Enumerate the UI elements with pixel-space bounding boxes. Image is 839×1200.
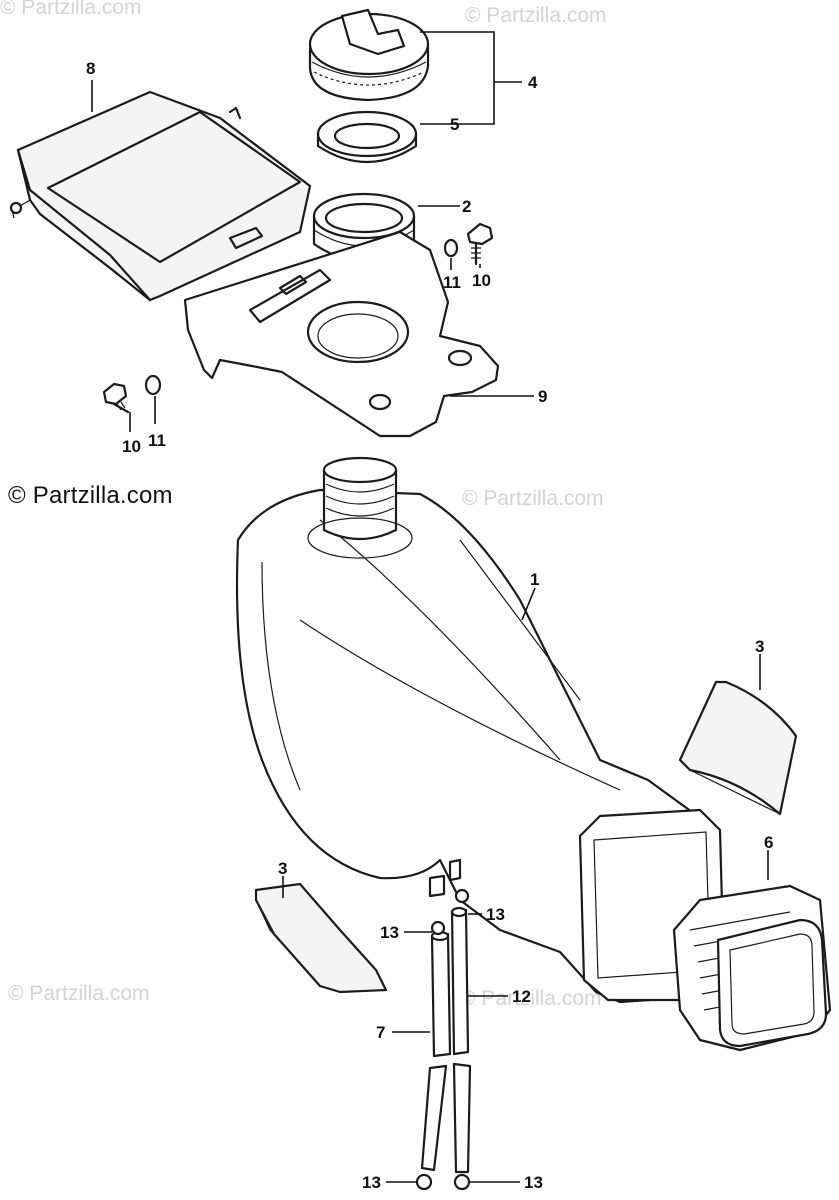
fuel-cap: [308, 8, 430, 102]
bolt-upper: [466, 222, 494, 266]
foam-pad-upper: [678, 680, 798, 816]
callout-9: 9: [538, 387, 547, 406]
callout-3-lower: 3: [278, 859, 287, 878]
cap-gasket: [316, 110, 418, 163]
hose-clip-4: [453, 1173, 471, 1191]
leader-lines: [91, 31, 769, 1183]
callout-11-lower: 11: [148, 431, 166, 450]
callout-5: 5: [450, 115, 459, 134]
callout-6: 6: [764, 833, 773, 852]
callout-12: 12: [512, 987, 531, 1006]
hose-7: [420, 930, 452, 1172]
callout-8: 8: [86, 59, 95, 78]
callout-4: 4: [528, 73, 538, 92]
washer-upper: [443, 238, 459, 258]
callout-1: 1: [530, 570, 539, 589]
callout-11-upper: 11: [443, 273, 461, 292]
watermark-top-left: © Partzilla.com: [0, 0, 142, 19]
seat-pad: [9, 90, 312, 302]
hose-clip-1: [430, 920, 446, 936]
watermark-bottom-left: © Partzilla.com: [8, 982, 150, 1005]
callout-7: 7: [376, 1023, 385, 1042]
watermark-top-right: © Partzilla.com: [465, 4, 607, 27]
hose-12: [450, 906, 472, 1174]
watermark-middle-right: © Partzilla.com: [462, 487, 604, 510]
callout-13-upper-left: 13: [380, 923, 399, 942]
rubber-boot: [672, 884, 832, 1052]
callout-13-lower-left: 13: [362, 1173, 381, 1192]
callout-13-upper-right: 13: [486, 905, 505, 924]
copyright-notice: © Partzilla.com: [8, 482, 173, 509]
callout-10-upper: 10: [472, 271, 491, 290]
bolt-lower: [102, 382, 130, 414]
hose-clip-3: [415, 1173, 433, 1191]
mounting-plate: [183, 230, 500, 438]
callout-2: 2: [462, 197, 471, 216]
callout-13-lower-right: 13: [524, 1173, 543, 1192]
foam-pad-lower: [254, 882, 388, 994]
washer-lower: [144, 374, 162, 396]
watermark-bottom-right: © Partzilla.com: [460, 987, 602, 1010]
callout-10-lower: 10: [122, 437, 141, 456]
hose-clip-2: [454, 888, 470, 904]
callout-3-upper: 3: [755, 637, 764, 656]
